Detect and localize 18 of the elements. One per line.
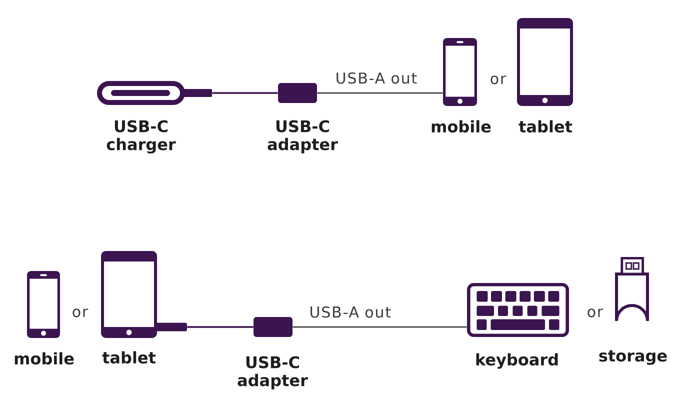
device-label: USB-C charger xyxy=(106,120,176,154)
edge-label: USB-A out xyxy=(336,72,417,84)
or-word: or xyxy=(588,308,604,318)
or-word: or xyxy=(72,308,88,318)
or-word: or xyxy=(490,76,506,84)
device-label: tablet xyxy=(518,120,572,133)
cable-line xyxy=(292,326,467,328)
edge-label: USB-A out xyxy=(310,306,391,318)
device-label: mobile xyxy=(432,120,491,133)
device-label: mobile xyxy=(14,352,74,365)
cable-line xyxy=(317,92,443,94)
device-label: storage xyxy=(599,350,667,365)
device-label: USB-C adapter xyxy=(238,356,308,390)
cable-line xyxy=(212,92,278,94)
device-label: tablet xyxy=(102,351,156,364)
cable-line xyxy=(187,326,254,328)
device-label: keyboard xyxy=(476,353,558,369)
device-label: USB-C adapter xyxy=(268,120,338,154)
